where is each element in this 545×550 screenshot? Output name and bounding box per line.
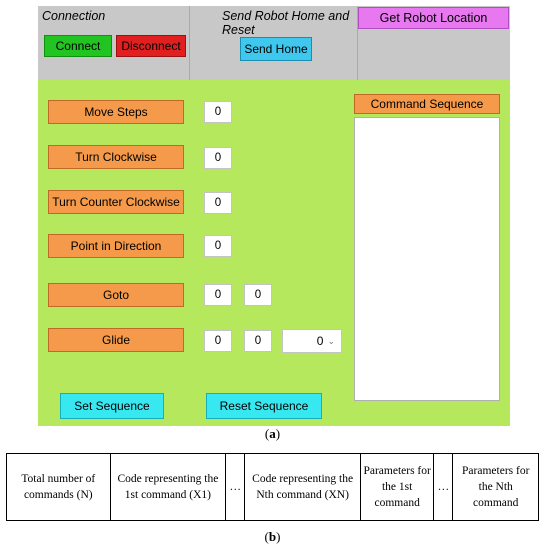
location-section: Get Robot Location [358, 6, 510, 80]
chevron-down-icon: ⌄ [327, 335, 335, 346]
robot-control-panel: Connection Connect Disconnect Send Robot… [38, 6, 510, 426]
connection-title: Connection [42, 9, 106, 23]
command-sequence-list[interactable] [354, 117, 500, 401]
goto-button[interactable]: Goto [48, 283, 184, 307]
table-cell: Parameters for the Nth command [452, 453, 539, 521]
table-row: Total number of commands (N) Code repres… [6, 453, 539, 521]
command-sequence-header: Command Sequence [354, 94, 500, 114]
turn-clockwise-input[interactable]: 0 [204, 147, 232, 169]
glide-x-input[interactable]: 0 [204, 330, 232, 352]
caption-b: (b) [264, 529, 281, 544]
set-sequence-button[interactable]: Set Sequence [60, 393, 164, 419]
home-title: Send Robot Home and Reset [222, 9, 350, 37]
point-in-direction-input[interactable]: 0 [204, 235, 232, 257]
point-in-direction-button[interactable]: Point in Direction [48, 234, 184, 258]
reset-sequence-button[interactable]: Reset Sequence [206, 393, 322, 419]
move-steps-button[interactable]: Move Steps [48, 100, 184, 124]
caption-b-label: b [268, 529, 277, 544]
move-steps-input[interactable]: 0 [204, 101, 232, 123]
disconnect-button[interactable]: Disconnect [116, 35, 186, 57]
goto-x-input[interactable]: 0 [204, 284, 232, 306]
caption-a-label: a [269, 426, 276, 441]
glide-duration-select[interactable]: 0 ⌄ [282, 329, 342, 353]
table-cell: Total number of commands (N) [6, 453, 111, 521]
table-cell: Parameters for the 1st command [359, 453, 435, 521]
get-robot-location-button[interactable]: Get Robot Location [358, 7, 509, 29]
command-format-table: Total number of commands (N) Code repres… [6, 453, 539, 521]
goto-y-input[interactable]: 0 [244, 284, 272, 306]
turn-counter-clockwise-input[interactable]: 0 [204, 192, 232, 214]
glide-button[interactable]: Glide [48, 328, 184, 352]
send-home-button[interactable]: Send Home [240, 37, 312, 61]
table-cell: Code representing the 1st command (X1) [109, 453, 227, 521]
home-section: Send Robot Home and Reset Send Home [190, 6, 358, 80]
connection-section: Connection Connect Disconnect [38, 6, 190, 80]
caption-a: (a) [264, 426, 281, 441]
turn-counter-clockwise-button[interactable]: Turn Counter Clockwise [48, 190, 184, 214]
glide-duration-value: 0 [316, 334, 324, 348]
glide-y-input[interactable]: 0 [244, 330, 272, 352]
connect-button[interactable]: Connect [44, 35, 112, 57]
turn-clockwise-button[interactable]: Turn Clockwise [48, 145, 184, 169]
table-cell: Code representing the Nth command (XN) [244, 453, 361, 521]
table-cell: … [225, 453, 246, 521]
table-cell: … [433, 453, 454, 521]
